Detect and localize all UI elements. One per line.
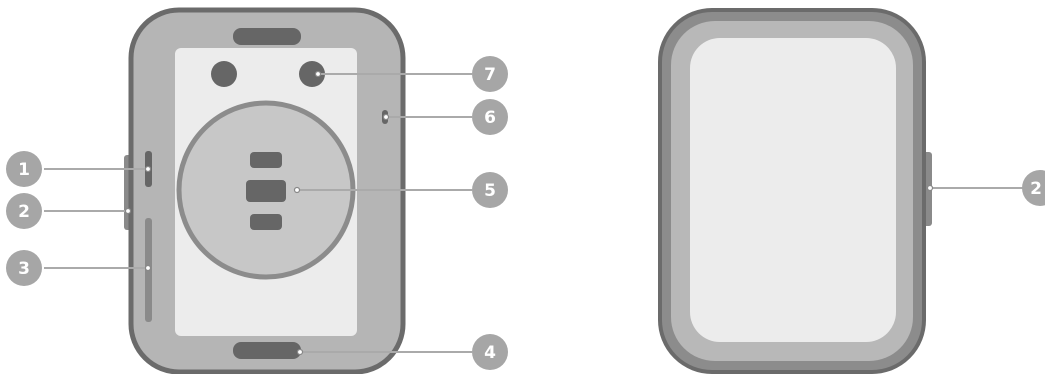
leader-dot-1: [144, 165, 152, 173]
leader-dot-3: [144, 264, 152, 272]
callout-number: 5: [484, 181, 496, 201]
watch-back-sensor-pad-middle: [246, 180, 286, 202]
watch-back-sensor-pad-top: [250, 152, 282, 168]
leader-dot-7: [314, 70, 322, 78]
leader-dot-6: [382, 113, 390, 121]
callout-number: 2: [18, 202, 30, 222]
watch-front-view: [658, 8, 932, 374]
callout-number: 4: [484, 343, 496, 363]
callout-end-dots: [124, 70, 934, 356]
callout-badge-2: 2: [6, 193, 42, 229]
leader-dot-2b: [926, 184, 934, 192]
callout-number: 6: [484, 108, 496, 128]
watch-back-top-strap-slot: [233, 28, 301, 45]
callout-badge-4: 4: [472, 334, 508, 370]
leader-dot-4: [296, 348, 304, 356]
watch-front-screen: [690, 38, 896, 342]
callout-number: 2: [1030, 179, 1042, 199]
watch-back-sensor-left: [211, 61, 237, 87]
callout-leader-lines: [44, 73, 1024, 353]
callout-badge-7: 7: [472, 56, 508, 92]
callout-badge-2b: 2: [1022, 170, 1045, 206]
leader-dot-2: [124, 207, 132, 215]
callout-badge-5: 5: [472, 172, 508, 208]
watch-back-view: [124, 7, 406, 374]
callout-number: 1: [18, 160, 30, 180]
callout-badge-6: 6: [472, 99, 508, 135]
watch-back-sensor-pad-bottom: [250, 214, 282, 230]
callout-number: 7: [484, 65, 496, 85]
watch-back-sensor-right: [299, 61, 325, 87]
callout-number: 3: [18, 259, 30, 279]
leader-dot-5: [293, 186, 301, 194]
watch-back-bottom-strap-slot: [233, 342, 301, 359]
callout-badge-1: 1: [6, 151, 42, 187]
callout-badge-3: 3: [6, 250, 42, 286]
